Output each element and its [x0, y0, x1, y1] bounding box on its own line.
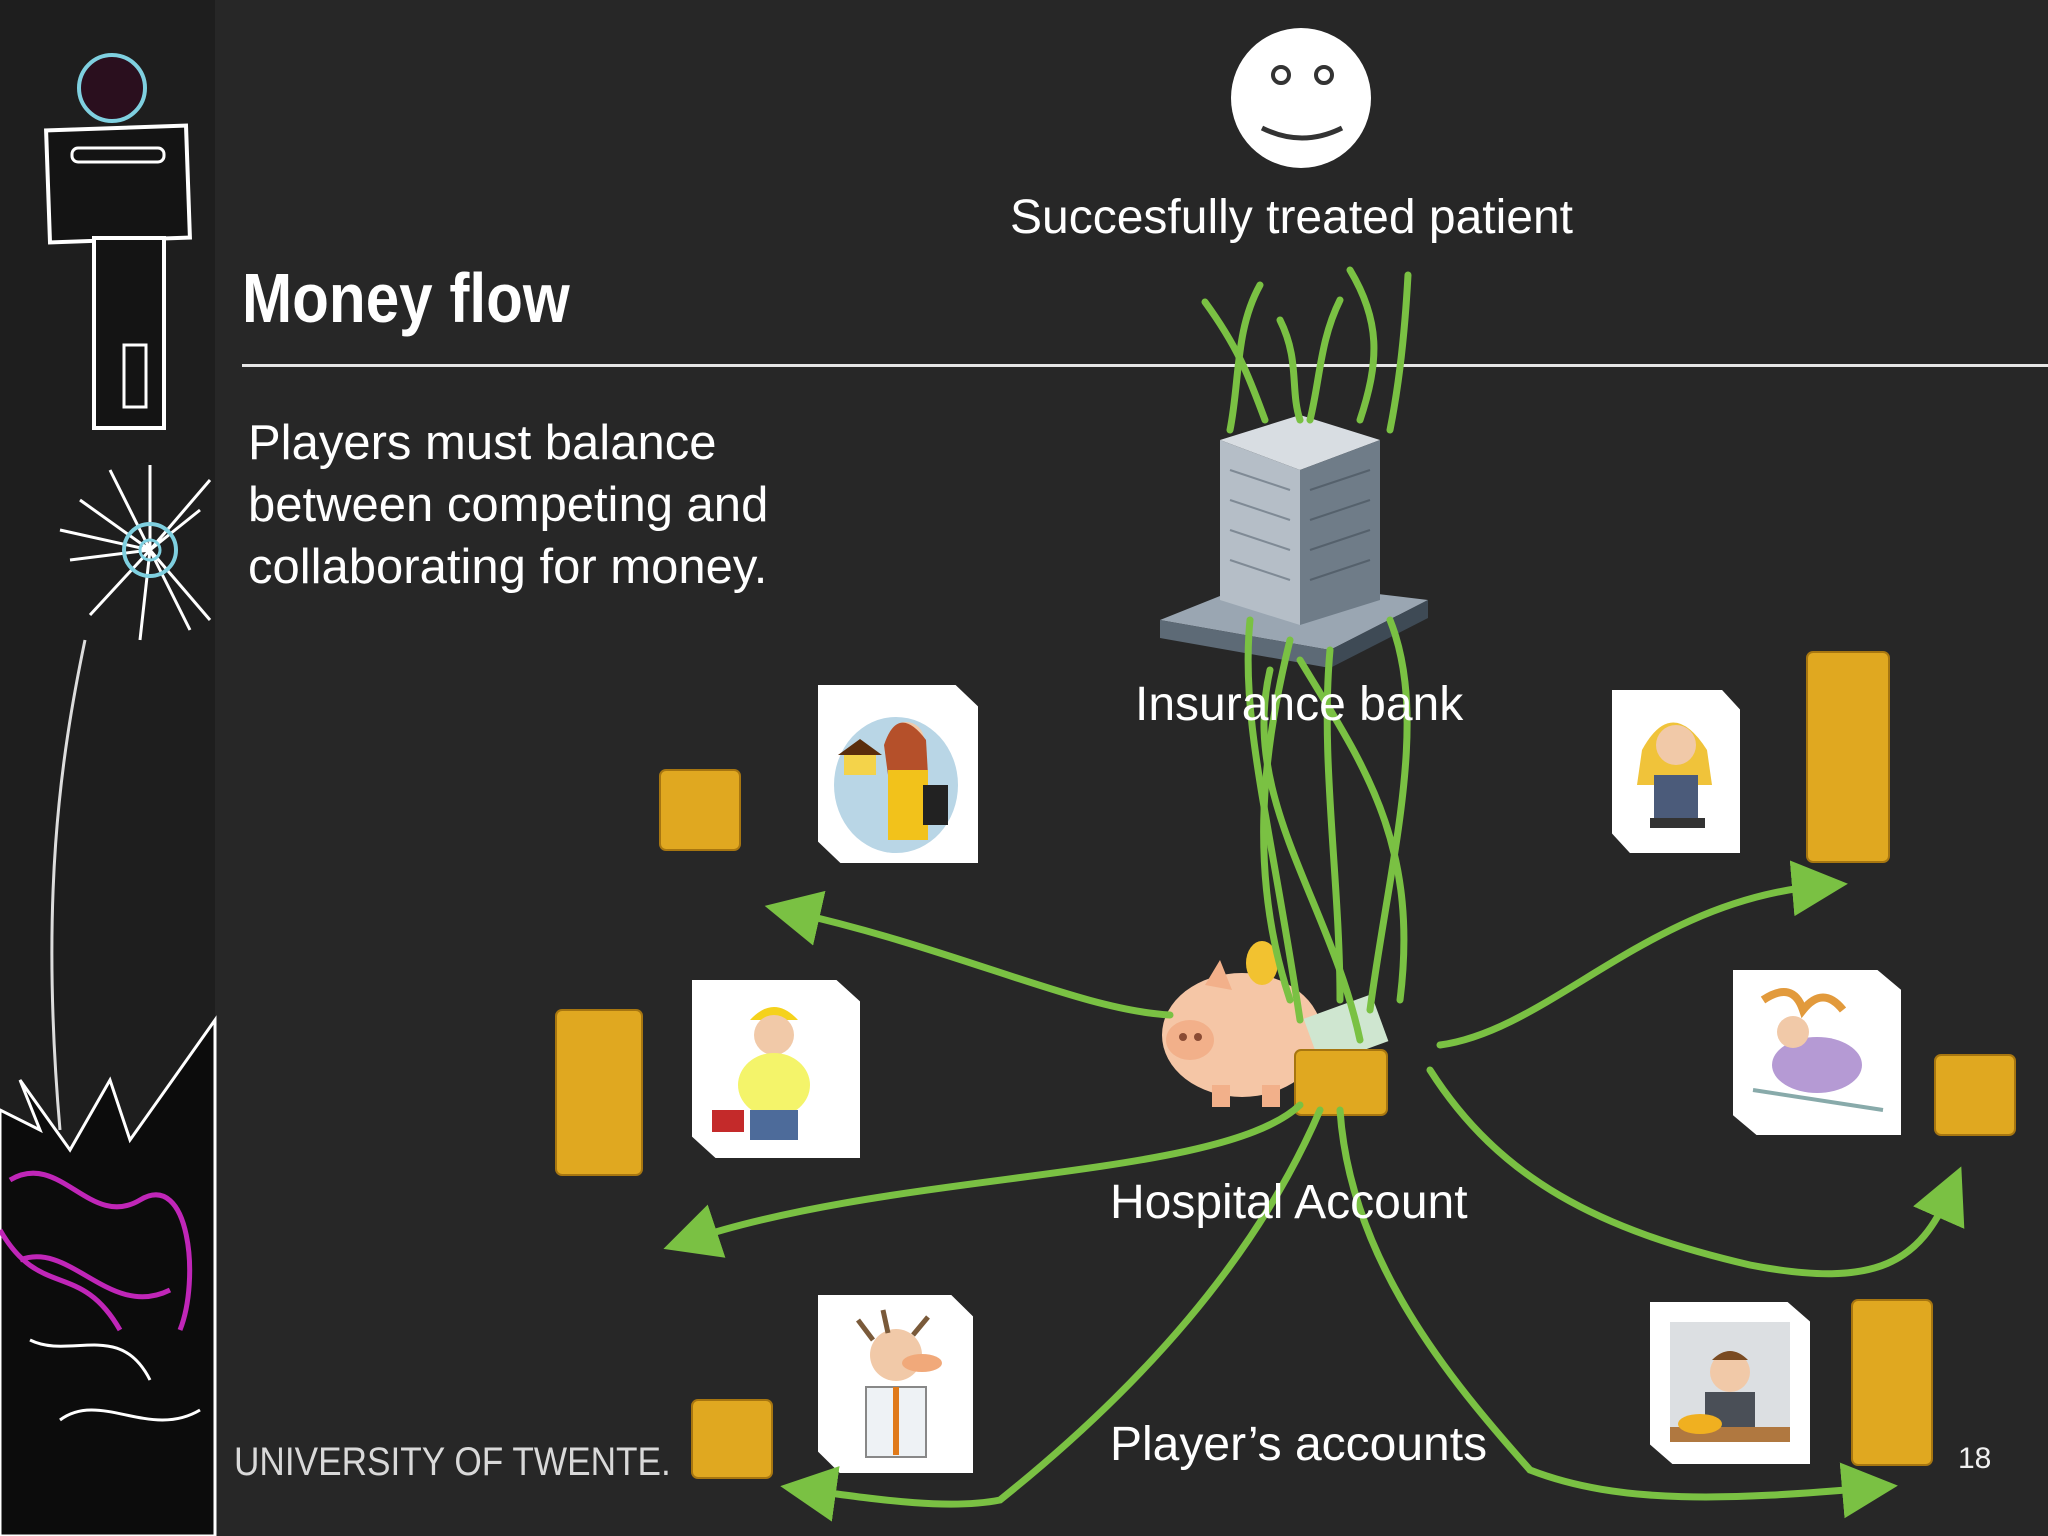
frantic-woman-card — [1733, 970, 1901, 1135]
players-accounts-label: Player’s accounts — [1110, 1418, 1488, 1471]
realtor-woman-card — [818, 685, 978, 863]
builder-man-card — [692, 980, 860, 1158]
flow-line — [764, 890, 1174, 1019]
flow-line — [1366, 616, 1411, 1014]
frantic-woman-icon — [1752, 988, 1884, 1112]
coin-stack-icon — [691, 1399, 773, 1479]
flow-line — [1260, 636, 1294, 1004]
flow-line — [1201, 298, 1269, 424]
coin-stack-icon — [555, 1009, 643, 1176]
flow-line — [663, 1101, 1304, 1258]
smiley-face-icon — [1231, 28, 1371, 168]
flow-line — [1323, 646, 1344, 1004]
builder-man-icon — [712, 1007, 810, 1140]
flow-line — [1386, 271, 1412, 434]
page-number: 18 — [1958, 1442, 1992, 1475]
university-logo-text: UNIVERSITY OF TWENTE. — [234, 1440, 671, 1484]
coin-stack-icon — [1806, 651, 1890, 863]
flow-line — [1336, 1106, 1898, 1519]
flow-line — [1276, 316, 1304, 424]
tired-office-man-icon — [1670, 1322, 1790, 1442]
tired-office-man-card — [1650, 1302, 1810, 1464]
piggy-bank-icon — [1162, 941, 1389, 1107]
hospital-account-label: Hospital Account — [1110, 1176, 1468, 1229]
receptionist-woman-icon — [1637, 722, 1712, 828]
flow-line — [1260, 666, 1364, 1044]
insurance-bank-label: Insurance bank — [1135, 678, 1464, 731]
flow-line — [1226, 281, 1264, 434]
receptionist-woman-card — [1612, 690, 1740, 853]
scientist-man-card — [818, 1295, 973, 1473]
scientist-man-icon — [856, 1309, 942, 1458]
slide-subtitle: Players must balance between competing a… — [248, 416, 769, 594]
coin-stacks — [555, 651, 2016, 1479]
title-divider — [242, 364, 2048, 367]
flow-line — [1244, 616, 1304, 1024]
patient-label: Succesfully treated patient — [1010, 191, 1573, 244]
office-building-icon — [1160, 415, 1428, 668]
coin-stack-icon — [1934, 1054, 2016, 1136]
flow-line — [1296, 656, 1408, 1004]
flow-line — [780, 1106, 1324, 1522]
flow-line — [1426, 1066, 1965, 1278]
flow-line — [1346, 266, 1378, 424]
coin-stack-icon — [659, 769, 741, 851]
flow-line — [1436, 860, 1848, 1049]
flow-line — [1306, 296, 1344, 424]
slide-title: Money flow — [242, 259, 570, 337]
realtor-woman-icon — [834, 717, 958, 853]
